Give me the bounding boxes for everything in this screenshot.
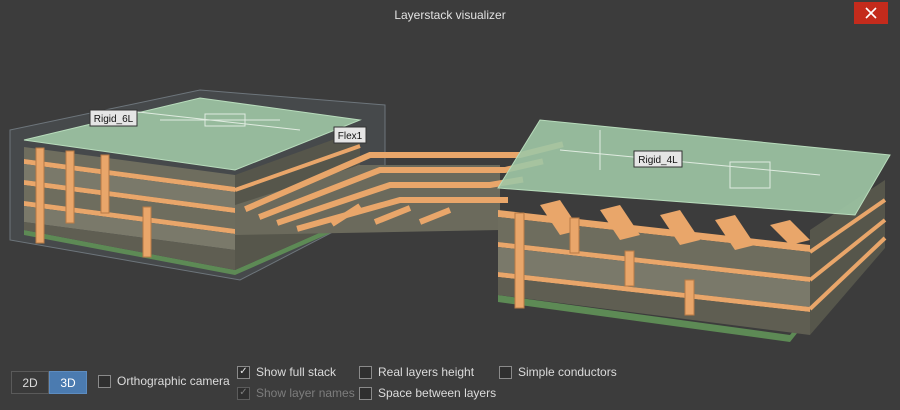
- svg-text:Flex1: Flex1: [338, 131, 363, 142]
- checkbox-label: Show layer names: [256, 386, 355, 400]
- checkbox-label: Real layers height: [378, 365, 475, 379]
- rigid-4l-board: [497, 119, 891, 342]
- orthographic-camera-checkbox[interactable]: Orthographic camera: [98, 374, 230, 388]
- 3d-viewport[interactable]: Rigid_6L Flex1 Rigid_4L: [0, 30, 900, 360]
- svg-text:Rigid_4L: Rigid_4L: [638, 155, 678, 166]
- checkbox-box[interactable]: ✓: [237, 386, 250, 400]
- checkbox-label: Space between layers: [378, 386, 497, 400]
- flex1-tag: Flex1: [333, 126, 367, 144]
- real-layers-height-checkbox[interactable]: Real layers height: [359, 365, 474, 379]
- svg-text:Rigid_6L: Rigid_6L: [94, 114, 134, 125]
- checkbox-label: Orthographic camera: [117, 374, 230, 388]
- checkbox-box[interactable]: [359, 365, 372, 379]
- view-2d-button[interactable]: 2D: [11, 371, 49, 394]
- space-between-layers-checkbox[interactable]: Space between layers: [359, 386, 496, 400]
- show-full-stack-checkbox[interactable]: ✓ Show full stack: [237, 365, 336, 379]
- rigid-4l-front-layers: [498, 210, 810, 335]
- checkbox-box[interactable]: [359, 386, 372, 400]
- close-button[interactable]: [854, 2, 888, 24]
- title-bar: Layerstack visualizer: [0, 0, 900, 30]
- show-layer-names-checkbox[interactable]: ✓ Show layer names: [237, 386, 355, 400]
- view-3d-button[interactable]: 3D: [49, 371, 87, 394]
- rigid-6l-tag: Rigid_6L: [89, 109, 138, 127]
- checkbox-label: Show full stack: [256, 365, 337, 379]
- close-icon: [865, 7, 877, 19]
- view-mode-toggle: 2D 3D: [11, 371, 87, 394]
- rigid-6l-board: [9, 89, 386, 281]
- checkbox-box[interactable]: [499, 365, 512, 379]
- window-title: Layerstack visualizer: [394, 8, 506, 22]
- simple-conductors-checkbox[interactable]: Simple conductors: [499, 365, 617, 379]
- checkbox-box[interactable]: ✓: [237, 365, 250, 379]
- rigid-4l-tag: Rigid_4L: [633, 150, 683, 168]
- checkbox-box[interactable]: [98, 374, 111, 388]
- controls-bar: 2D 3D Orthographic camera ✓ Show full st…: [0, 360, 900, 410]
- checkbox-label: Simple conductors: [518, 365, 617, 379]
- rigid-6l-front-layers: [24, 147, 235, 270]
